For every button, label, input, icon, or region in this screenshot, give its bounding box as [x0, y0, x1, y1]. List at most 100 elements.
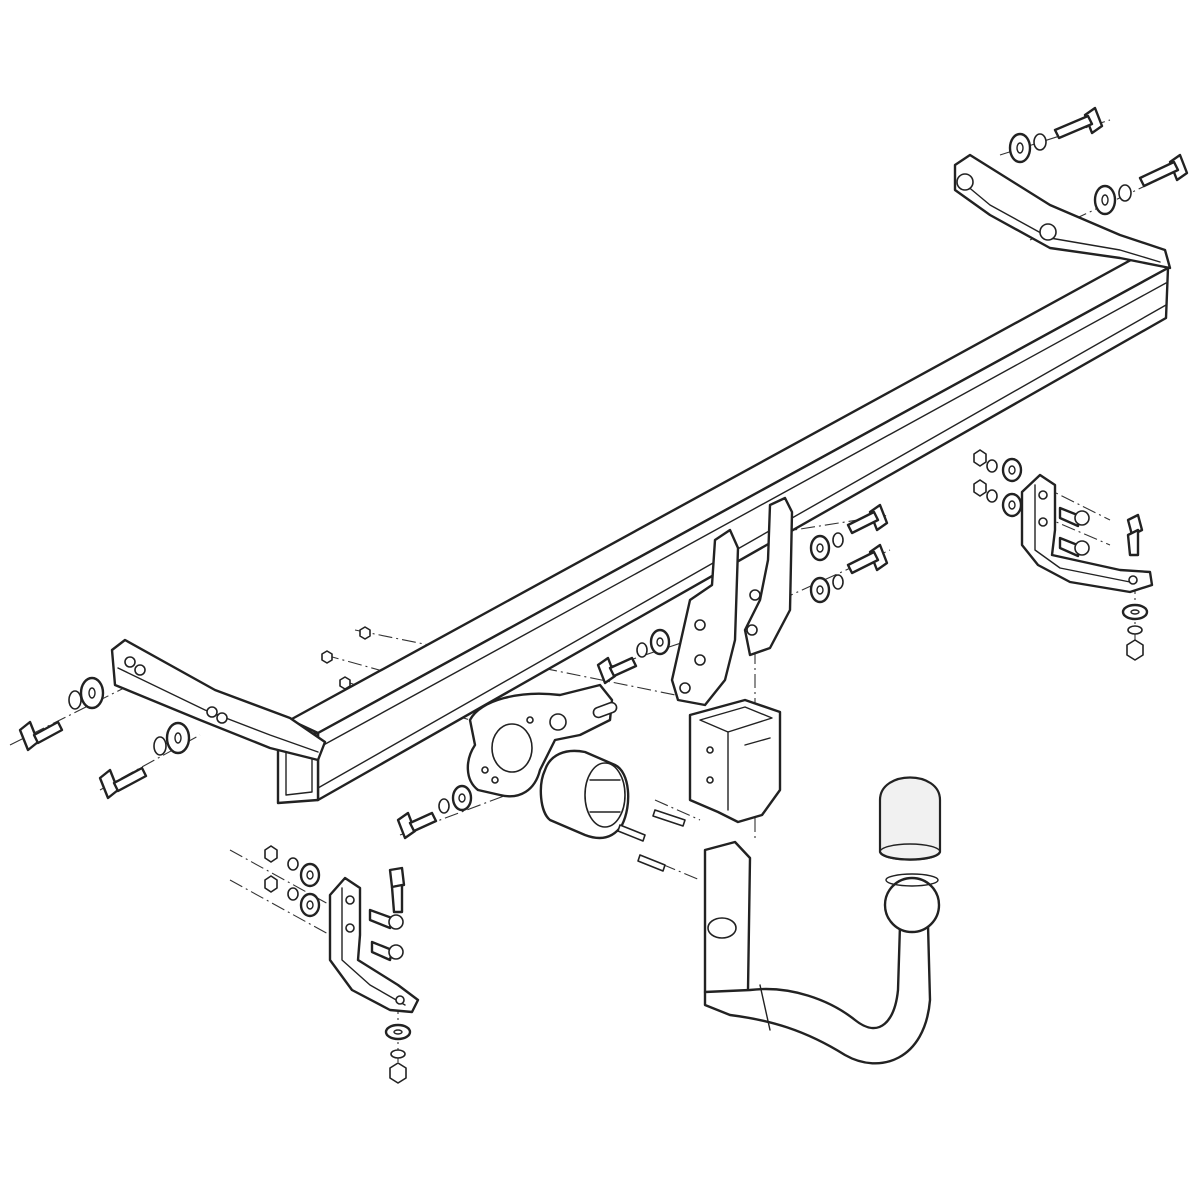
- plate-hole: [124, 656, 136, 668]
- washer: [1008, 132, 1032, 164]
- spring-washer: [1118, 184, 1132, 202]
- receiver-housing: [688, 698, 782, 824]
- housing-top: [699, 706, 773, 733]
- bracket-hole: [1128, 575, 1138, 585]
- bolt: [1058, 536, 1090, 558]
- plate-hole: [216, 712, 228, 724]
- crossbar-edge: [317, 282, 1167, 749]
- mounting-hole: [481, 766, 489, 774]
- washer: [1001, 457, 1023, 483]
- axis-line: [599, 639, 691, 671]
- washer: [451, 784, 473, 812]
- mounting-nut: [549, 713, 567, 731]
- axis-line: [654, 799, 701, 821]
- tab-plate: [743, 496, 794, 657]
- mounting-hole: [491, 776, 499, 784]
- tab-hole: [746, 624, 758, 636]
- nut: [359, 626, 371, 640]
- receiver-tab-right: [743, 496, 794, 657]
- cap-body: [878, 776, 942, 861]
- tow-ball-cap: [878, 776, 942, 861]
- socket-mounting-plate: [466, 683, 618, 798]
- axis-line: [229, 849, 331, 906]
- washer: [1001, 492, 1023, 518]
- washer: [1121, 603, 1149, 621]
- cap-rim: [879, 843, 941, 861]
- bolt: [388, 866, 406, 914]
- right-end-plate: [953, 153, 1172, 270]
- crossbar-edge: [317, 304, 1167, 789]
- receiver-tab-left: [670, 528, 740, 707]
- bolt: [596, 656, 638, 685]
- bolt: [98, 766, 148, 800]
- housing-hole: [706, 776, 714, 784]
- plate-nut: [956, 173, 974, 191]
- axis-line: [399, 789, 521, 836]
- tab-hole: [694, 654, 706, 666]
- washer: [165, 721, 191, 755]
- nut: [264, 875, 278, 893]
- detachable-tow-ball-arm: [703, 840, 941, 1065]
- mounting-plate-opening: [491, 723, 533, 773]
- end-plate-edge: [117, 667, 319, 753]
- washer: [809, 576, 831, 604]
- end-plate-body: [953, 153, 1172, 270]
- housing-detail: [744, 737, 771, 746]
- bracket-edge: [1034, 484, 1131, 583]
- bolt: [846, 543, 889, 575]
- bolt: [1058, 506, 1090, 528]
- arm-collar: [759, 984, 771, 1031]
- washer: [384, 1023, 412, 1041]
- nut: [321, 650, 333, 664]
- electrical-socket: [539, 749, 630, 840]
- housing-hole: [706, 746, 714, 754]
- bolt: [1126, 513, 1144, 557]
- spring-washer: [986, 489, 998, 503]
- bracket-body: [1020, 473, 1154, 594]
- end-plate-body: [110, 638, 327, 762]
- plate-nut: [1039, 223, 1057, 241]
- bolt: [1138, 153, 1189, 188]
- axis-line: [229, 879, 331, 936]
- bolt: [617, 824, 646, 842]
- spring-washers: [68, 133, 1143, 1059]
- plate-hole: [134, 664, 146, 676]
- washer: [299, 892, 321, 918]
- spring-washer: [1033, 133, 1047, 151]
- bracket-hole: [1038, 517, 1048, 527]
- spring-washer: [636, 642, 648, 658]
- bracket-body: [328, 876, 420, 1014]
- locking-knob: [707, 917, 737, 939]
- nut: [339, 676, 351, 690]
- tow-ball: [883, 876, 941, 934]
- washer: [299, 862, 321, 888]
- bracket-hole: [1038, 490, 1048, 500]
- spring-washer: [68, 690, 82, 710]
- bolt: [396, 811, 438, 840]
- mounting-slot: [592, 701, 618, 719]
- washer: [79, 676, 105, 710]
- plate-hole: [206, 706, 218, 718]
- mounting-hole: [526, 716, 534, 724]
- bolt: [1053, 106, 1104, 140]
- bolt: [846, 503, 889, 535]
- bolt: [637, 854, 666, 872]
- spring-washer: [153, 736, 167, 756]
- nut: [973, 479, 987, 497]
- tab-hole: [679, 682, 691, 694]
- bracket-hole: [395, 995, 405, 1005]
- spring-washer: [287, 887, 299, 901]
- left-side-bracket: [328, 876, 420, 1014]
- washer: [649, 628, 671, 656]
- bolt: [652, 809, 686, 827]
- right-side-bracket: [1020, 473, 1154, 594]
- nut: [973, 449, 987, 467]
- tab-hole: [749, 589, 761, 601]
- washer: [809, 534, 831, 562]
- socket-face: [584, 762, 626, 828]
- washers: [79, 132, 1149, 1041]
- nut: [264, 845, 278, 863]
- spring-washer: [287, 857, 299, 871]
